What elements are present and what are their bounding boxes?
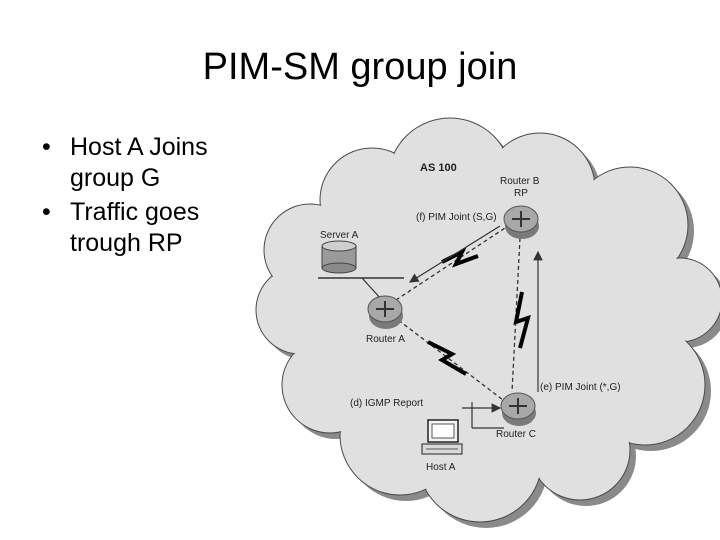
link-ra-rb	[395, 227, 506, 301]
router-b-icon	[503, 205, 539, 239]
link-ra-rc	[392, 315, 504, 401]
msg-pim-join-sg: (f) PIM Joint (S,G)	[416, 212, 497, 223]
serial-link-icon	[441, 247, 479, 268]
arrow-pim-join-sg	[408, 225, 501, 283]
bullet-text: Host A Joins	[70, 133, 208, 161]
host-label: Host A	[426, 462, 456, 473]
serial-link-icon	[513, 291, 531, 349]
server-label: Server A	[320, 230, 359, 241]
bullet-dot: •	[42, 198, 51, 226]
router-b-label: Router B	[500, 176, 540, 187]
bullet-item: • Traffic goes trough RP	[34, 197, 264, 259]
slide-title: PIM-SM group join	[202, 46, 518, 88]
host-computer-icon	[421, 419, 463, 455]
msg-igmp-report: (d) IGMP Report	[350, 398, 423, 409]
router-c-icon	[500, 392, 536, 426]
msg-pim-join-starg: (e) PIM Joint (*,G)	[540, 382, 621, 393]
bullet-text: Traffic goes	[70, 198, 200, 226]
server-icon	[321, 240, 357, 274]
lan-drop	[361, 277, 383, 301]
bullet-item: • Host A Joins group G	[34, 132, 264, 194]
router-c-label: Router C	[496, 429, 536, 440]
router-a-icon	[367, 295, 403, 329]
bullet-dot: •	[42, 133, 51, 161]
bullet-text: group G	[70, 164, 161, 192]
as-label: AS 100	[420, 162, 457, 174]
serial-link-icon	[427, 340, 468, 376]
bullet-list: • Host A Joins group G • Traffic goes tr…	[34, 132, 264, 262]
links	[318, 227, 531, 429]
router-a-label: Router A	[366, 334, 405, 345]
router-b-rp-label: RP	[514, 188, 528, 199]
as-cloud	[255, 117, 720, 528]
message-arrows	[408, 225, 543, 413]
bullet-text: trough RP	[70, 229, 183, 257]
